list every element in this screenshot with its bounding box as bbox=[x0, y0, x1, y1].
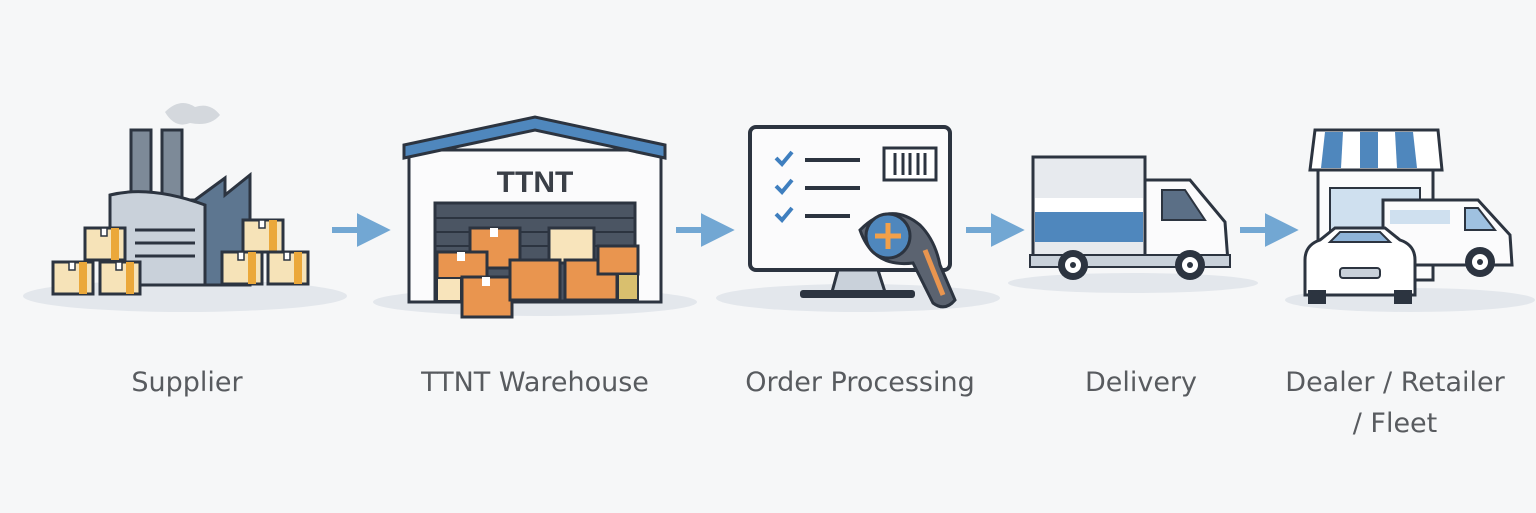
truck-icon bbox=[1008, 155, 1258, 293]
arrow-icon bbox=[332, 213, 391, 247]
arrow-icon bbox=[676, 213, 735, 247]
computer-scanner-icon bbox=[716, 125, 1000, 312]
step-label-supplier: Supplier bbox=[131, 367, 243, 398]
step-label-dealer-line2: / Fleet bbox=[1352, 408, 1438, 439]
step-label-dealer: Dealer / Retailer / Fleet bbox=[1285, 362, 1504, 444]
factory-icon bbox=[23, 103, 347, 312]
arrow-icon bbox=[966, 213, 1025, 247]
step-label-order-processing: Order Processing bbox=[745, 367, 975, 398]
step-label-warehouse: TTNT Warehouse bbox=[421, 367, 649, 398]
warehouse-sign: TTNT bbox=[497, 166, 574, 199]
step-label-delivery: Delivery bbox=[1084, 367, 1198, 398]
warehouse-icon: TTNT bbox=[373, 115, 697, 319]
arrow-icon bbox=[1240, 213, 1299, 247]
step-label-dealer-line1: Dealer / Retailer bbox=[1285, 367, 1505, 398]
store-vehicles-icon bbox=[1285, 128, 1535, 312]
